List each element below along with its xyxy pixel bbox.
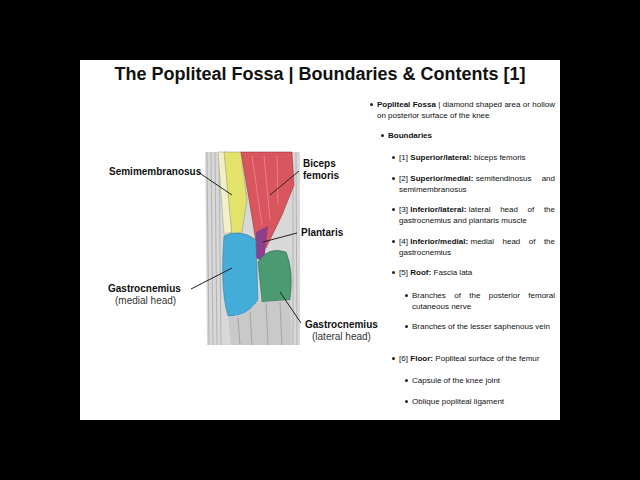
bullet-row: [6]Floor:Popliteal surface of the femur (399, 353, 555, 364)
bullet-row: Boundaries (388, 130, 555, 141)
muscle-label: (medial head) (115, 295, 176, 307)
bullet-dot (405, 325, 408, 328)
note-text: biceps femoris (474, 153, 526, 162)
bullet-row: [2]Superior/medial:semitendinosus and se… (399, 173, 555, 195)
bullet-row: [4]Inferior/medial:medial head of the ga… (399, 236, 555, 258)
leader-line (280, 292, 301, 323)
leader-line (270, 171, 299, 195)
term-heading: Popliteal Fossa (377, 100, 436, 109)
gastrocnemius-lateral (258, 250, 291, 302)
bullet-row: Branches of the posterior femoral cutane… (412, 290, 555, 312)
muscle-label: Gastrocnemius (108, 283, 181, 295)
bullet-dot (392, 208, 395, 211)
bullet-dot (405, 294, 408, 297)
leader-line (198, 172, 232, 195)
bullet-row: [5]Roof:Fascia lata (399, 267, 555, 278)
lower-tendons (228, 300, 292, 345)
bullet-row: Popliteal Fossa| diamond shaped area or … (377, 99, 555, 121)
biceps-stripes (252, 156, 278, 225)
note-text: [5] (399, 268, 408, 277)
term-heading: Inferior/lateral: (410, 205, 466, 214)
slide-ground (80, 60, 560, 420)
note-text: Popliteal surface of the femur (435, 354, 539, 363)
bullet-row: [1]Superior/lateral:biceps femoris (399, 152, 555, 163)
muscle-label: (lateral head) (312, 331, 371, 343)
term-heading: Floor: (410, 354, 433, 363)
biceps-femoris-muscle (241, 152, 294, 248)
note-text: Oblique popliteal ligament (412, 397, 504, 406)
bullet-row: Oblique popliteal ligament (412, 396, 555, 407)
gastrocnemius-medial (223, 233, 258, 316)
bullet-row: Branches of the lesser saphenous vein (412, 321, 555, 332)
bullet-row: Capsule of the knee joint (412, 375, 555, 386)
bullet-row: [3]Inferior/lateral:lateral head of the … (399, 204, 555, 226)
note-text: [2] (399, 174, 408, 183)
note-text: [1] (399, 153, 408, 162)
note-text: Branches of the posterior femoral cutane… (412, 291, 555, 311)
slide-title: The Popliteal Fossa | Boundaries & Conte… (80, 64, 560, 85)
bullet-dot (405, 379, 408, 382)
note-text: [4] (399, 237, 408, 246)
term-heading: Inferior/medial: (410, 237, 468, 246)
bullet-dot (392, 357, 395, 360)
term-heading: Boundaries (388, 131, 432, 140)
term-heading: Superior/lateral: (410, 153, 471, 162)
muscle-label: Gastrocnemius (305, 319, 378, 331)
bullet-dot (392, 177, 395, 180)
note-text: [3] (399, 205, 408, 214)
term-heading: Superior/medial: (410, 174, 473, 183)
bullet-dot (381, 134, 384, 137)
muscle-label: Plantaris (301, 227, 343, 239)
leader-line (263, 233, 297, 242)
leg-base (205, 152, 300, 345)
note-text: Fascia lata (434, 268, 473, 277)
leader-lines (191, 171, 301, 323)
fibre-lines (207, 152, 297, 345)
bullet-dot (392, 156, 395, 159)
muscle-label: Semimembranosus (109, 166, 201, 178)
term-heading: Roof: (410, 268, 431, 277)
note-text: [6] (399, 354, 408, 363)
bullet-dot (370, 103, 373, 106)
bullet-dot (392, 240, 395, 243)
note-text: Capsule of the knee joint (412, 376, 500, 385)
bullet-dot (392, 271, 395, 274)
tendon-lines (238, 302, 282, 345)
muscle-label: Biceps femoris (303, 158, 355, 182)
leader-line (191, 268, 232, 289)
bullet-dot (405, 400, 408, 403)
knee-illustration (205, 152, 300, 345)
note-text: Branches of the lesser saphenous vein (412, 322, 550, 331)
